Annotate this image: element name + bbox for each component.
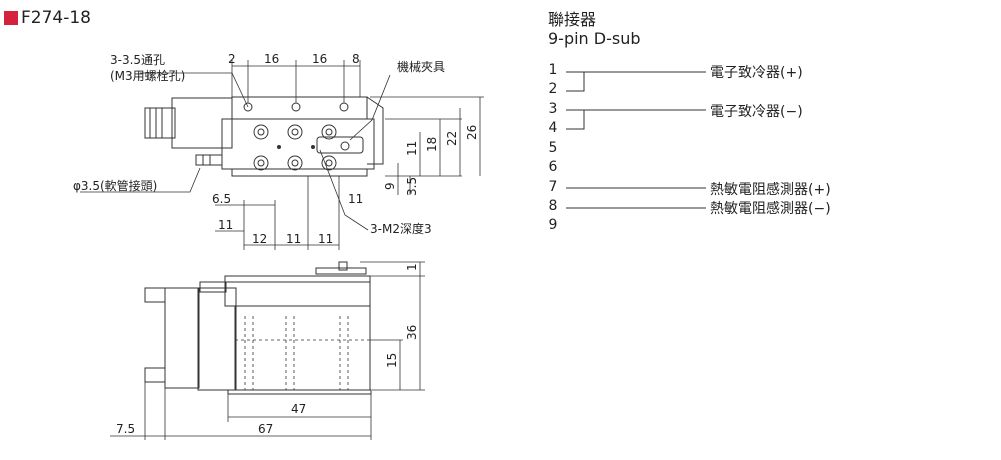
- dim-right-11: 11: [405, 141, 419, 156]
- pin-6: 6: [548, 159, 558, 175]
- dim-side-67: 67: [258, 422, 273, 436]
- model-marker-icon: [4, 11, 18, 25]
- dim-side-15: 15: [385, 353, 399, 368]
- dim-bottom-11a: 11: [286, 232, 301, 246]
- pin-1: 1: [548, 62, 558, 78]
- dim-right-18: 18: [425, 137, 439, 152]
- dim-left-6-5: 6.5: [212, 192, 231, 206]
- label-thermistor-pos: 熱敏電阻感測器(+): [710, 182, 831, 198]
- dim-side-47: 47: [291, 402, 306, 416]
- pin-7: 7: [548, 179, 558, 195]
- callout-clamp: 機械夾具: [397, 59, 445, 74]
- connector-title: 聯接器 9-pin D-sub: [548, 10, 641, 48]
- pin-2: 2: [548, 81, 558, 97]
- label-cooler-pos: 電子致冷器(+): [710, 65, 803, 81]
- dim-side-1: 1: [405, 263, 419, 271]
- pin-5: 5: [548, 140, 558, 156]
- dim-side-36: 36: [405, 325, 419, 340]
- dim-right-3-5: 3.5: [405, 177, 419, 196]
- callout-hose: φ3.5(軟管接頭): [73, 178, 157, 193]
- connector-pinout: 聯接器 9-pin D-sub 1 2 3 4 5 6 7 8 9 電子致冷器(…: [548, 10, 998, 250]
- dim-side-7-5: 7.5: [116, 422, 135, 436]
- model-code-text: F274-18: [21, 8, 91, 28]
- label-thermistor-neg: 熱敏電阻感測器(−): [710, 201, 831, 217]
- dim-bottom-11b: 11: [318, 232, 333, 246]
- connector-title-en: 9-pin D-sub: [548, 29, 641, 48]
- callout-hole: 3-3.5通孔: [110, 53, 165, 67]
- pin-3: 3: [548, 101, 558, 117]
- dim-top-1: 2: [228, 52, 236, 66]
- dim-right-26: 26: [465, 125, 479, 140]
- dim-right-9: 9: [383, 182, 397, 190]
- model-code: F274-18: [4, 8, 91, 28]
- dim-bottom-12: 12: [252, 232, 267, 246]
- pinout-wires: [566, 71, 706, 209]
- connector-title-zh: 聯接器: [548, 10, 597, 29]
- pin-9: 9: [548, 217, 558, 233]
- dim-mid-11: 11: [348, 192, 363, 206]
- dim-top-2: 16: [264, 52, 279, 66]
- callout-hole-sub: (M3用螺栓孔): [110, 68, 185, 83]
- pin-8: 8: [548, 198, 558, 214]
- dim-top-4: 8: [352, 52, 360, 66]
- dim-top-3: 16: [312, 52, 327, 66]
- dim-left-11: 11: [218, 218, 233, 232]
- technical-drawing: 2 16 16 8 3-3.5通孔 (M3用螺栓孔) 機械夾具 φ3.5(軟管接…: [73, 52, 484, 440]
- pin-4: 4: [548, 120, 558, 136]
- dim-right-22: 22: [445, 131, 459, 146]
- callout-tap: 3-M2深度3: [370, 221, 432, 236]
- label-cooler-neg: 電子致冷器(−): [710, 104, 803, 120]
